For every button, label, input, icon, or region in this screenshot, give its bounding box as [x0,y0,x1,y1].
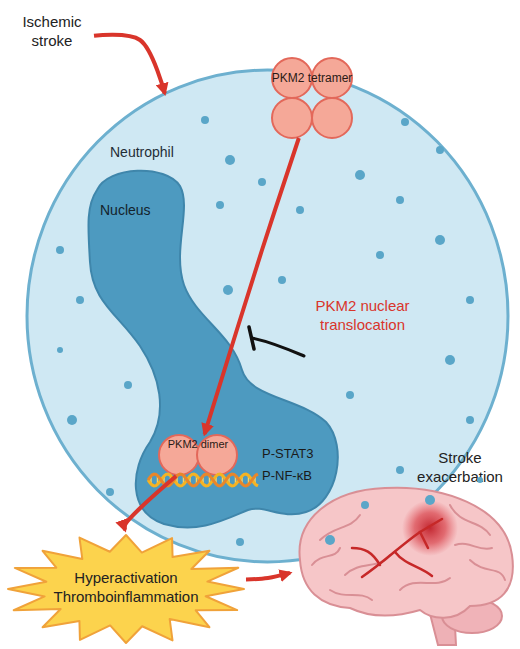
brain-gyrus [455,544,492,549]
trigger-text: Ischemic stroke [10,12,94,52]
dna-rung [176,476,178,484]
granule [76,296,84,304]
granule [225,155,235,165]
granule [223,285,233,295]
dna-strand [148,474,258,486]
granule [401,118,409,126]
inhibition-bar [249,327,254,349]
flow-arrow [246,573,290,579]
dna-rung [157,476,159,485]
tetramer-outline [270,58,354,138]
node-text: Hyperactivation Thromboinflammation [36,568,216,606]
brain-gyrus [470,560,505,580]
dna-rung [202,476,204,484]
brain-gyrus [400,578,450,590]
dna-rung [150,476,152,484]
protein-subunit [272,98,312,138]
cell-nucleus: NucleusPKM2 dimer [85,160,350,535]
dna-rung [196,476,198,485]
dna-rung [209,476,211,485]
granule [236,538,244,546]
flow-arrow [94,35,165,94]
node-text: PKM2 tetramer [270,58,354,98]
granule [425,495,435,505]
inhibition-line [252,338,304,356]
granule [396,196,404,204]
granule [355,170,365,180]
dna-rung [241,476,243,484]
flow-arrow [125,476,176,530]
phospho-protein: P-NF-κB [262,468,312,483]
granule [376,251,384,259]
granule [445,355,455,365]
dna-rung [183,476,185,485]
dna-rung [254,476,256,484]
burst-shape [8,535,244,643]
granule [361,501,369,509]
granule [278,276,286,284]
granule [67,415,77,425]
dna-strand [148,474,258,486]
granule [201,116,209,124]
granule [477,477,483,483]
granule [216,201,224,209]
granule [106,488,114,496]
cell-membrane [27,70,508,562]
flow-arrow [205,138,299,434]
granule [124,381,132,389]
granule [396,466,404,474]
dna-rung [170,476,172,485]
nucleus-blob [88,171,337,528]
dna-rung [228,476,230,484]
brain-gyrus [330,590,372,600]
dna-rung [215,476,217,484]
granule [435,235,445,245]
brain-gyrus [320,515,360,540]
granule [57,347,63,353]
granule [296,206,304,214]
dna-rung [163,476,165,484]
dna-rung [222,476,224,485]
blood-vessel [395,552,432,576]
dna-rung [235,476,237,485]
protein-subunit [312,98,352,138]
star-outline [6,530,246,644]
granule [466,416,474,424]
protein-tetramer: PKM2 tetramer [270,58,354,138]
infarct-area [402,500,458,556]
protein-dimer: PKM2 dimer [158,434,238,476]
granule [436,146,444,154]
node-text: Ischemic stroke [10,12,94,50]
blood-vessel [420,519,442,532]
outcome-burst: Hyperactivation Thromboinflammation [6,530,246,644]
neutrophil-cell: NeutrophilPKM2 tetramerNucleusPKM2 dimer [25,68,510,564]
node-text: Neutrophil [110,144,210,161]
blood-vessel [352,548,380,565]
blood-vessel [420,532,428,548]
granule [466,296,474,304]
cerebrum [300,488,513,618]
granule [56,246,64,254]
phospho-protein: P-STAT3 [262,446,314,461]
node-text: Stroke exacerbation [405,448,515,486]
node-text: Nucleus [100,202,180,219]
granule [346,391,354,399]
arrow-label: PKM2 nuclear translocation [300,296,425,334]
granule [325,535,335,545]
dna-rung [248,476,250,485]
brain-illustration: Stroke exacerbation [290,448,515,646]
node-text: PKM2 dimer [158,434,238,455]
brain-gyrus [312,548,340,565]
dna-rung [189,476,191,484]
granule [258,178,266,186]
